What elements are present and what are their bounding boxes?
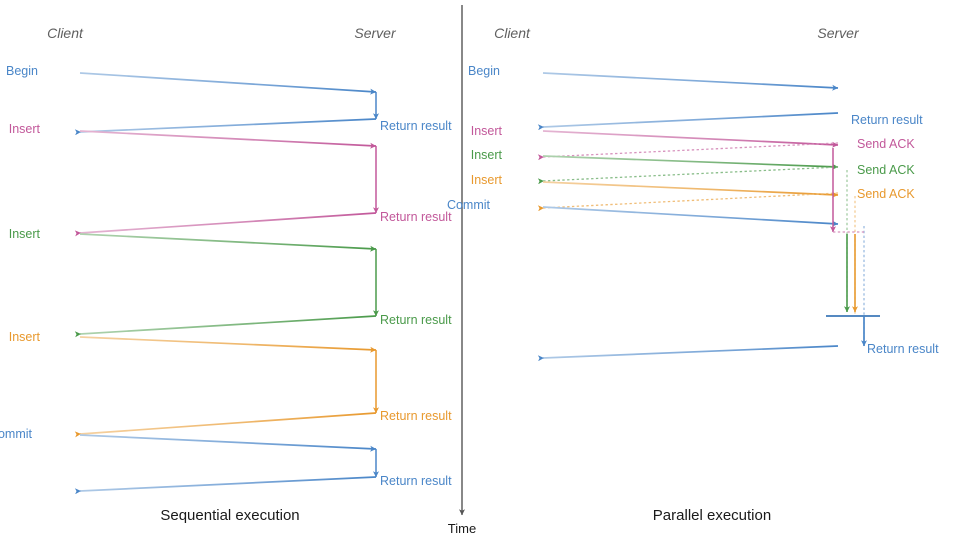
message-insert3: Insert [471, 173, 839, 198]
message-begin: Begin [468, 64, 839, 91]
message-insert1: Insert [471, 124, 839, 148]
message-insert3: Insert [9, 330, 377, 353]
message-label: Insert [471, 173, 503, 187]
message-insert3-ret: Return result [74, 409, 452, 438]
message-label: Commit [0, 427, 33, 441]
message-label: Return result [867, 342, 939, 356]
message-insert2-ret: Return result [74, 313, 452, 338]
server-parallel-work [826, 148, 880, 347]
message-begin-ret: Return result [74, 118, 452, 136]
message-label: Commit [447, 198, 491, 212]
message-arrow [542, 130, 839, 148]
message-ack2: Send ACK [537, 163, 915, 185]
message-arrow [537, 166, 839, 185]
panel-caption: Sequential execution [160, 507, 299, 524]
message-label: Insert [9, 122, 41, 136]
message-arrow [74, 118, 377, 136]
message-insert1-ret: Return result [74, 210, 452, 237]
message-label: Return result [851, 113, 923, 127]
message-label: Insert [471, 148, 503, 162]
message-commit: Commit [0, 427, 377, 452]
message-label: Return result [380, 313, 452, 327]
message-commit-ret: Return result [74, 474, 452, 495]
panel-caption: Parallel execution [653, 507, 771, 524]
message-label: Return result [380, 474, 452, 488]
message-label: Insert [9, 330, 41, 344]
message-label: Send ACK [857, 187, 915, 201]
message-commit: Commit [447, 198, 839, 227]
message-arrow [537, 345, 839, 362]
message-arrow [79, 336, 377, 353]
message-label: Return result [380, 210, 452, 224]
message-label: Return result [380, 119, 452, 133]
message-ack1: Send ACK [537, 137, 915, 161]
message-arrow [79, 130, 377, 149]
message-arrow [74, 476, 377, 495]
message-label: Send ACK [857, 163, 915, 177]
message-commit-ret: Return result [537, 342, 939, 362]
message-label: Insert [471, 124, 503, 138]
message-begin: Begin [6, 64, 377, 95]
message-arrow [79, 233, 377, 252]
message-label: Return result [380, 409, 452, 423]
message-arrow [79, 434, 377, 452]
message-label: Insert [9, 227, 41, 241]
lane-header-server: Server [817, 25, 860, 41]
message-arrow [537, 192, 839, 212]
message-arrow [542, 181, 839, 198]
message-ack3: Send ACK [537, 187, 915, 212]
message-arrow [74, 315, 377, 338]
message-insert1: Insert [9, 122, 377, 149]
message-insert2: Insert [9, 227, 377, 252]
lane-header-client: Client [47, 25, 84, 41]
time-axis: Time [448, 5, 476, 536]
message-arrow [74, 212, 377, 237]
message-arrow [537, 112, 839, 131]
message-label: Begin [6, 64, 38, 78]
time-axis-label: Time [448, 521, 476, 536]
message-arrow [74, 412, 377, 438]
message-arrow [542, 155, 839, 170]
message-label: Begin [468, 64, 500, 78]
message-arrow [79, 72, 377, 95]
lane-header-server: Server [354, 25, 397, 41]
message-arrow [542, 72, 839, 91]
message-label: Send ACK [857, 137, 915, 151]
message-begin-ret: Return result [537, 112, 923, 131]
message-arrow [542, 206, 839, 227]
message-insert2: Insert [471, 148, 839, 170]
lane-header-client: Client [494, 25, 531, 41]
message-arrow [537, 142, 839, 161]
